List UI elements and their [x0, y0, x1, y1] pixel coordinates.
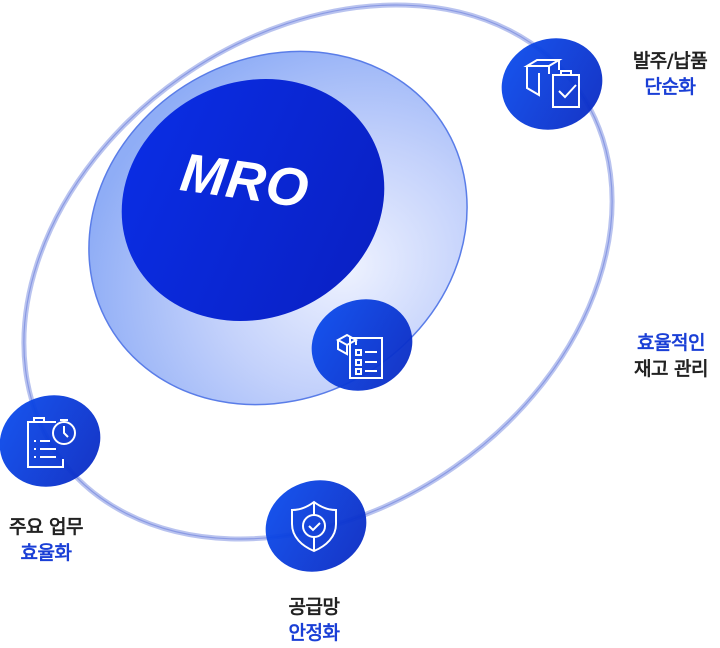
shield-check-icon [265, 480, 367, 572]
label-work-efficiency: 주요 업무 효율화 [0, 514, 94, 566]
clipboard-clock-icon [0, 395, 101, 487]
label-line1: 주요 업무 [8, 516, 84, 538]
label-line2: 안정화 [288, 622, 340, 644]
label-supply-chain: 공급망 안정화 [266, 594, 362, 646]
label-line2: 단순화 [644, 76, 696, 98]
label-line1: 공급망 [288, 596, 340, 618]
label-line2: 효율화 [20, 542, 72, 564]
mro-core-ellipse [121, 78, 385, 322]
label-inventory: 효율적인 재고 관리 [622, 330, 720, 382]
label-order-delivery: 발주/납품 단순화 [618, 48, 720, 100]
box-clipboard-check-icon [501, 38, 603, 130]
label-line1: 발주/납품 [632, 50, 708, 72]
label-line1: 효율적인 [637, 332, 705, 354]
label-line2: 재고 관리 [633, 358, 709, 380]
inventory-list-icon [311, 299, 413, 391]
